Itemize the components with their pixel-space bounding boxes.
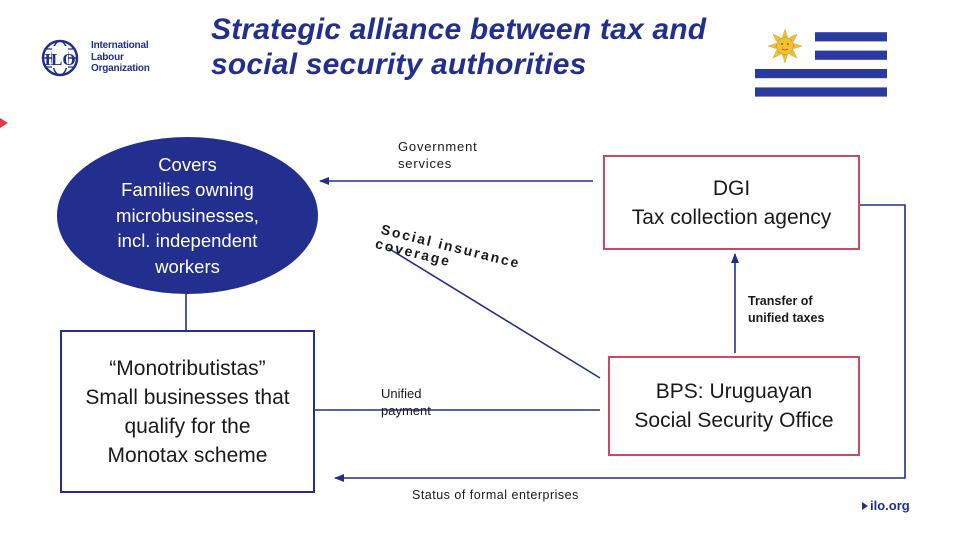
bps-line-2: Social Security Office [634,409,834,432]
mono-line-1: “Monotributistas” [109,356,266,380]
logo-text: International Labour Organization [91,40,150,75]
ilo-globe-icon: ILO [41,39,79,77]
unified-label-line-2: payment [381,403,431,418]
dgi-line-2: Tax collection agency [631,205,832,229]
svg-text:ILO: ILO [44,50,75,69]
logo-line-3: Organization [91,63,150,74]
ellipse-line-4: incl. independent [117,230,258,252]
unified-label-line-1: Unified [381,386,422,401]
title-line-2: social security authorities [211,48,587,81]
status-loop-line [334,204,906,482]
ellipse-line-2: Families owning [121,179,254,201]
uruguay-flag-icon [755,23,887,106]
transfer-label: Transfer of unified taxes [748,293,824,327]
transfer-label-line-1: Transfer of [748,294,813,308]
ellipse-line-5: workers [155,255,220,277]
bps-box: BPS: Uruguayan Social Security Office [608,356,860,456]
ellipse-line-1: Covers [158,153,217,175]
ellipse-line-3: microbusinesses, [116,204,259,226]
government-services-label: Government services [398,138,478,172]
status-label: Status of formal enterprises [412,488,579,502]
monotributistas-box: “Monotributistas” Small businesses that … [60,330,315,493]
title-line-1: Strategic alliance between tax and [211,13,707,46]
bps-line-1: BPS: Uruguayan [655,380,813,403]
ilo-logo: ILO International Labour Organization [38,38,158,78]
footer-arrow-icon [862,502,868,510]
covers-families-ellipse: Covers Families owning microbusinesses, … [57,137,318,294]
transfer-label-line-2: unified taxes [748,311,825,325]
dgi-box: DGI Tax collection agency [603,155,860,250]
page-title: Strategic alliance between tax and socia… [211,12,751,82]
dgi-line-1: DGI [712,176,751,200]
ilo-org-link[interactable]: ilo.org [870,498,910,513]
gov-label-line-1: Government [398,139,478,154]
unified-payment-label: Unified payment [381,385,431,419]
slide-marker-icon [0,118,8,128]
logo-line-2: Labour [91,51,124,63]
logo-line-1: International [91,40,149,51]
gov-label-line-2: services [398,156,453,171]
mono-line-2: Small businesses that [85,385,290,409]
mono-line-3: qualify for the [124,414,251,438]
social-insurance-line [387,247,601,379]
mono-line-4: Monotax scheme [107,443,268,467]
